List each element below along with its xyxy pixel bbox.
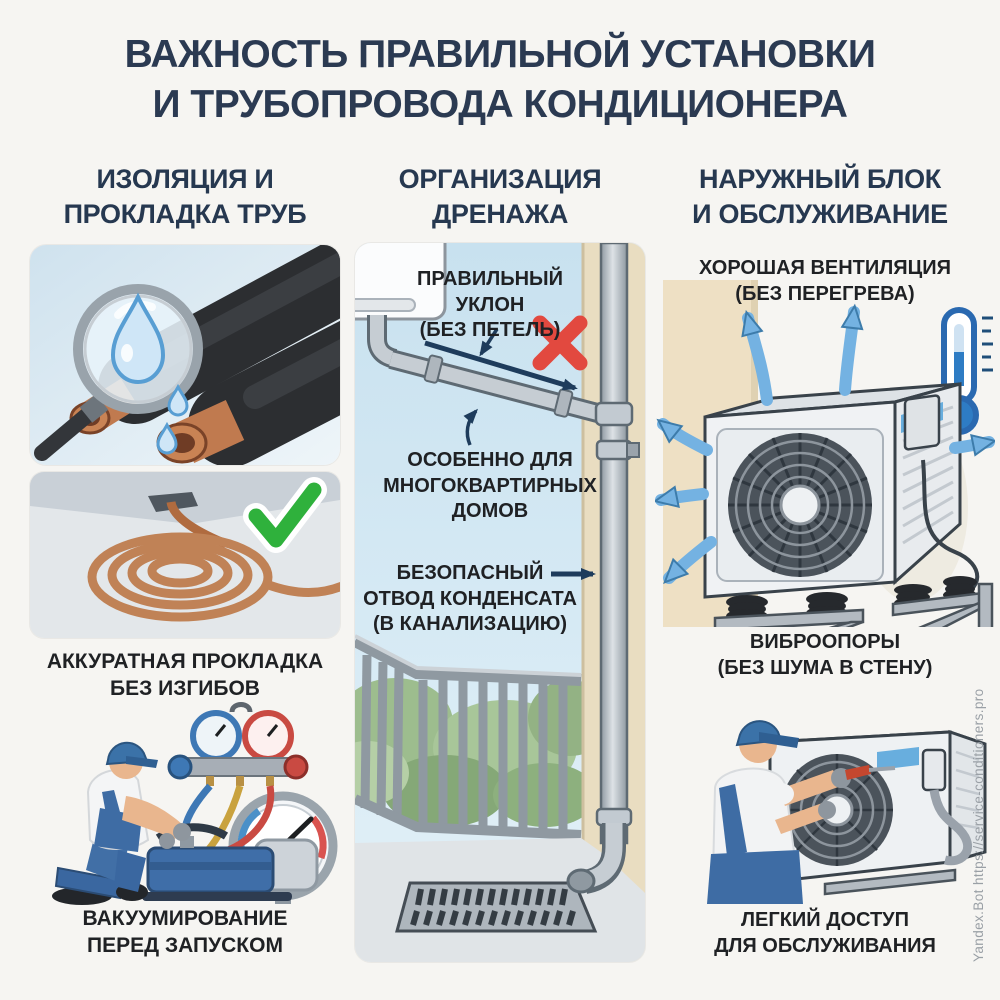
unit-sticker: [877, 747, 919, 770]
title-line-2: И ТРУБОПРОВОДА КОНДИЦИОНЕРА: [152, 82, 848, 126]
label-line: ПРАВИЛЬНЫЙ: [416, 268, 564, 290]
caption-line: ВАКУУМИРОВАНИЕ: [82, 907, 288, 930]
label-line: ДОМОВ: [451, 500, 529, 523]
airflow-arrows: [655, 303, 995, 584]
label-line: ОСОБЕННО ДЛЯ: [407, 449, 573, 471]
col1-header-line: ПРОКЛАДКА ТРУБ: [63, 199, 307, 230]
outdoor-unit: [703, 382, 980, 599]
col3-header-line: НАРУЖНЫЙ БЛОК: [699, 164, 941, 194]
caption-neat-routing: АККУРАТНАЯ ПРОКЛАДКА БЕЗ ИЗГИБОВ: [35, 648, 335, 703]
technician-servicing: [707, 720, 896, 904]
coiled-pipe-illustration: [30, 472, 340, 638]
label-line: (В КАНАЛИЗАЦИЮ): [372, 613, 568, 636]
sloped-drain-pipe: [367, 315, 634, 427]
drainage-scene: [355, 243, 645, 962]
pointer-arrow-apartments: [463, 408, 479, 446]
x-icon: [532, 315, 588, 371]
column1-header: ИЗОЛЯЦИЯ И ПРОКЛАДКА ТРУБ: [35, 162, 335, 232]
label-line: (БЕЗ ПЕТЕЛЬ): [419, 319, 561, 342]
column3-header: НАРУЖНЫЙ БЛОК И ОБСЛУЖИВАНИЕ: [680, 162, 960, 232]
label-line: ОТВОД КОНДЕНСАТА: [363, 587, 577, 610]
label-apartment-buildings: ОСОБЕННО ДЛЯ МНОГОКВАРТИРНЫХ ДОМОВ: [365, 448, 615, 525]
caption-line: БЕЗ ИЗГИБОВ: [110, 677, 260, 701]
junction-box: [921, 748, 947, 792]
drain-grate: [395, 881, 598, 933]
label-line: (БЕЗ ПЕРЕГРЕВА): [735, 282, 915, 305]
page-title: ВАЖНОСТЬ ПРАВИЛЬНОЙ УСТАНОВКИ И ТРУБОПРО…: [0, 30, 1000, 130]
cable: [921, 459, 980, 599]
column2-header: ОРГАНИЗАЦИЯ ДРЕНАЖА: [380, 162, 620, 232]
label-correct-slope: ПРАВИЛЬНЫЙ УКЛОН (БЕЗ ПЕТЕЛЬ): [375, 267, 605, 344]
col2-header-line: ДРЕНАЖА: [431, 199, 569, 230]
insulated-pipes-illustration: [30, 245, 340, 465]
label-easy-access: ЛЕГКИЙ ДОСТУП ДЛЯ ОБСЛУЖИВАНИЯ: [690, 908, 960, 959]
insulated-pipes-panel: [30, 245, 340, 465]
service-scene: [707, 720, 987, 904]
label-safe-condensate: БЕЗОПАСНЫЙ ОТВОД КОНДЕНСАТА (В КАНАЛИЗАЦ…: [355, 561, 585, 638]
title-line-1: ВАЖНОСТЬ ПРАВИЛЬНОЙ УСТАНОВКИ: [124, 33, 876, 76]
label-vibration-mounts: ВИБРООПОРЫ (БЕЗ ШУМА В СТЕНУ): [690, 630, 960, 681]
label-line: (БЕЗ ШУМА В СТЕНУ): [717, 656, 933, 679]
outdoor-unit-scene: [655, 280, 995, 627]
check-icon: [243, 477, 327, 553]
coiled-pipe-panel: [30, 472, 340, 638]
drainage-panel: ПРАВИЛЬНЫЙ УКЛОН (БЕЗ ПЕТЕЛЬ) ОСОБЕННО Д…: [355, 243, 645, 962]
copper-coil: [87, 500, 340, 622]
technician-kneeling: [52, 741, 191, 905]
label-line: МНОГОКВАРТИРНЫХ: [383, 474, 597, 497]
col3-header-line: И ОБСЛУЖИВАНИЕ: [692, 199, 948, 230]
caption-line: АККУРАТНАЯ ПРОКЛАДКА: [46, 650, 324, 673]
label-good-ventilation: ХОРОШАЯ ВЕНТИЛЯЦИЯ (БЕЗ ПЕРЕГРЕВА): [670, 256, 980, 307]
col1-header-line: ИЗОЛЯЦИЯ И: [96, 164, 274, 194]
label-line: ВИБРООПОРЫ: [749, 631, 901, 653]
label-line: УКЛОН: [455, 293, 525, 316]
label-line: БЕЗОПАСНЫЙ: [396, 562, 544, 584]
fan-grille: [728, 433, 872, 577]
junction-box: [903, 394, 941, 451]
water-drop-icon: [110, 292, 189, 455]
pointer-arrow-slope: [479, 328, 499, 357]
vertical-drain-pipe: [566, 243, 640, 894]
balcony-railing: [355, 634, 582, 840]
caption-vacuuming: ВАКУУМИРОВАНИЕ ПЕРЕД ЗАПУСКОМ: [40, 905, 330, 960]
wall-brackets: [713, 582, 994, 627]
bracket: [823, 868, 957, 896]
label-line: ХОРОШАЯ ВЕНТИЛЯЦИЯ: [698, 257, 952, 279]
watermark-credit: Yandex.Bot https://service-conditioners.…: [971, 688, 986, 962]
slope-arrow-icon: [424, 340, 578, 391]
vacuum-pump-illustration: [52, 702, 338, 905]
label-line: ЛЕГКИЙ ДОСТУП: [740, 909, 909, 931]
indoor-unit: [355, 243, 447, 321]
caption-line: ПЕРЕД ЗАПУСКОМ: [87, 934, 283, 958]
service-hose: [929, 789, 972, 866]
label-line: ДЛЯ ОБСЛУЖИВАНИЯ: [714, 934, 936, 957]
col2-header-line: ОРГАНИЗАЦИЯ: [398, 164, 602, 194]
screwdriver: [845, 765, 896, 780]
